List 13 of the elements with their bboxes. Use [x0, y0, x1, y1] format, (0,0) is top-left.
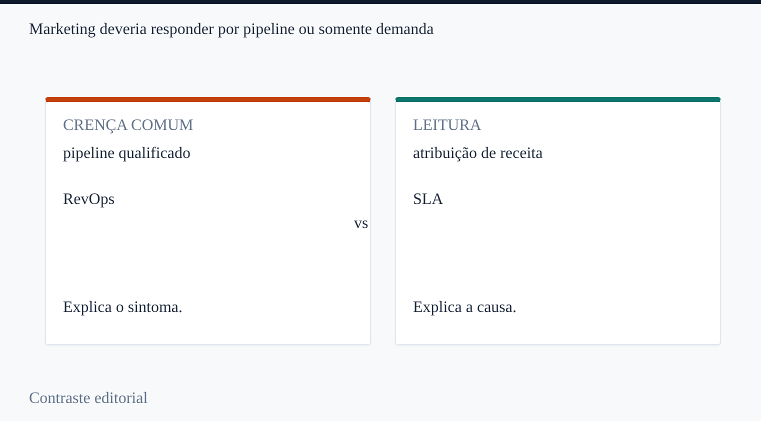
summary-text: Explica o sintoma. — [63, 298, 183, 318]
summary-text: Explica a causa. — [413, 298, 516, 318]
caption: Contraste editorial — [29, 389, 148, 409]
title: Marketing deveria responder por pipeline ou somente demanda — [29, 20, 434, 40]
key-term: pipeline qualificado — [63, 144, 191, 164]
key-term: atribuição de receita — [413, 144, 543, 164]
versus-label: vs — [354, 214, 368, 234]
category-heading: CRENÇA COMUM — [63, 116, 194, 136]
comparison-card — [45, 97, 371, 345]
key-term: RevOps — [63, 190, 115, 210]
key-term: SLA — [413, 190, 444, 210]
category-heading: LEITURA — [413, 116, 482, 136]
comparison-card — [395, 97, 721, 345]
